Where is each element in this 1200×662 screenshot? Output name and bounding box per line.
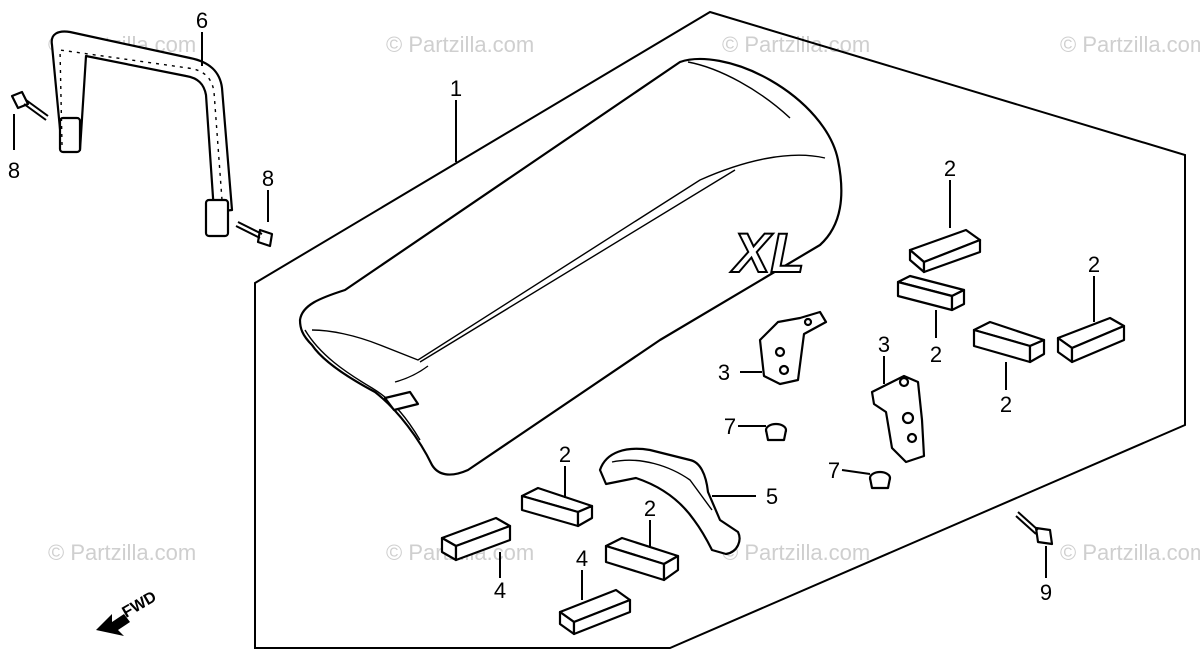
fwd-arrow-icon — [96, 614, 130, 636]
fwd-label: FWD — [120, 589, 160, 622]
callout-bolt-left: 8 — [8, 158, 20, 183]
seat-strap-part — [50, 30, 234, 238]
callout-nut-a: 7 — [724, 414, 736, 439]
callout-bracket-right: 3 — [878, 332, 890, 357]
callout-bolt-bottom: 9 — [1040, 580, 1052, 605]
watermark: © Partzilla.com — [722, 540, 870, 565]
bolt-bottom-part — [1015, 511, 1054, 546]
callout-rubber-d: 2 — [1088, 252, 1100, 277]
nut-a-part — [764, 422, 788, 442]
rubber-c-part — [972, 320, 1046, 364]
callout-rubber-a: 2 — [944, 156, 956, 181]
callout-bracket-left: 3 — [718, 360, 730, 385]
callout-nut-b: 7 — [828, 458, 840, 483]
callout-rubber-c: 2 — [1000, 392, 1012, 417]
band-part — [598, 447, 741, 556]
leader-lines — [13, 32, 1095, 600]
watermark: © Partzilla.com — [1060, 32, 1200, 57]
watermark: © Partzilla.com — [386, 32, 534, 57]
seat-logo-text: XL — [730, 221, 805, 284]
bracket-left-part — [758, 310, 828, 386]
rubber-d-part — [1056, 316, 1126, 364]
callout-rubber-f: 2 — [644, 496, 656, 521]
rubber-g-part — [440, 516, 512, 562]
callout-rubber-h: 4 — [576, 546, 588, 571]
callout-bolt-right: 8 — [262, 166, 274, 191]
rubber-h-part — [558, 588, 632, 636]
callout-rubber-e: 2 — [559, 442, 571, 467]
rubber-a-part — [908, 228, 982, 274]
callout-band: 5 — [766, 484, 778, 509]
watermark: © Partzilla.com — [1060, 540, 1200, 565]
bolt-right-part — [235, 221, 274, 248]
callout-rubber-g: 4 — [494, 578, 506, 603]
nut-b-part — [868, 470, 892, 490]
callout-rubber-b: 2 — [930, 342, 942, 367]
seat-part: XL — [298, 57, 843, 476]
assembly-outline — [254, 10, 1186, 649]
rubber-e-part — [520, 486, 594, 528]
rubber-b-part — [896, 274, 966, 312]
callout-strap: 6 — [196, 8, 208, 33]
bracket-right-part — [870, 374, 926, 464]
watermark: © Partzilla.com — [48, 540, 196, 565]
callout-seat: 1 — [450, 76, 462, 101]
bolt-left-part — [10, 90, 49, 121]
rubber-f-part — [604, 536, 680, 582]
